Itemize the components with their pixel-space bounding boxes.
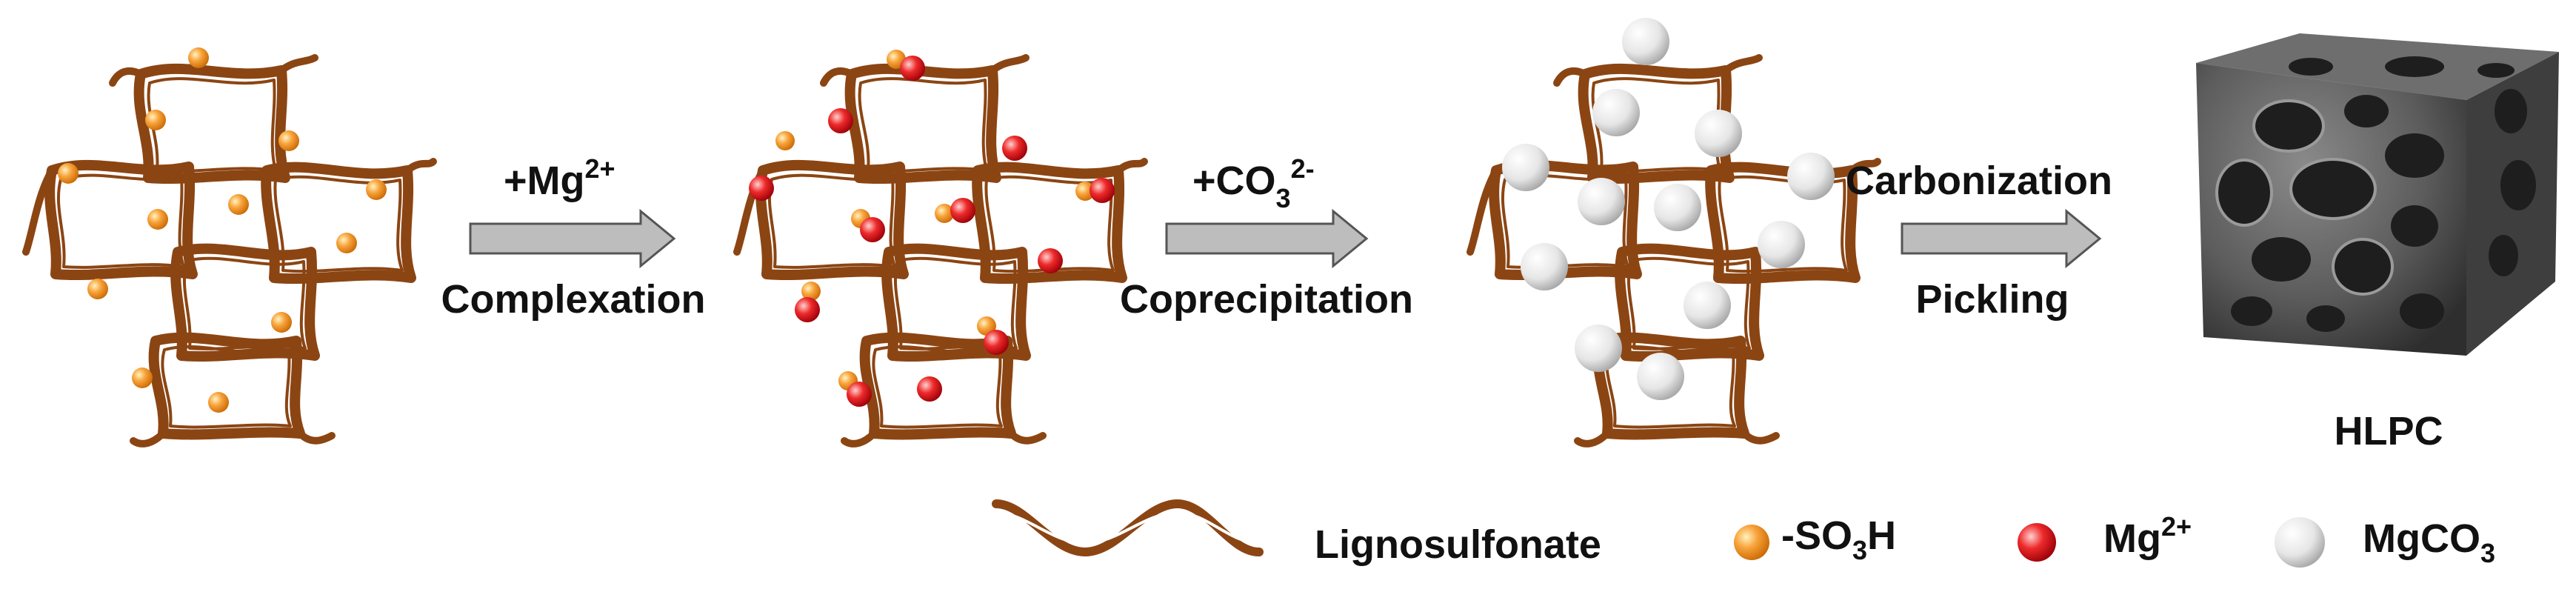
- stage2-mg-complex: [737, 50, 1144, 444]
- so3h-ball: [366, 179, 387, 200]
- mgco3-ball: [1758, 221, 1805, 268]
- stage1-lignosulfonate: [26, 47, 433, 444]
- so3h-ball: [147, 209, 168, 230]
- legend-lignosulfonate: Lignosulfonate: [992, 499, 1601, 567]
- reagent-co3-label: +CO32-: [1192, 153, 1315, 213]
- legend-mg: Mg2+: [2018, 511, 2192, 562]
- step-carbonization-label: Carbonization: [1846, 159, 2112, 203]
- step-complexation-label: Complexation: [441, 277, 705, 322]
- so3h-ball: [87, 279, 108, 299]
- legend-so3h-label: -SO3H: [1781, 513, 1896, 565]
- so3h-ball: [188, 47, 209, 68]
- step-coprecipitation-label: Coprecipitation: [1120, 277, 1413, 322]
- mg-ball: [917, 376, 942, 402]
- mgco3-particles: [1502, 18, 1835, 400]
- mg-ball: [1002, 136, 1027, 161]
- reagent-mg-label: +Mg2+: [504, 153, 615, 203]
- mgco3-ball: [1654, 184, 1701, 231]
- lignosulfonate-network: [26, 58, 433, 444]
- so3h-ball: [1075, 182, 1095, 201]
- mg-ball: [1090, 178, 1115, 203]
- red-ball-icon: [2018, 523, 2056, 562]
- mg-ball: [860, 217, 885, 242]
- mgco3-ball: [1502, 144, 1549, 191]
- legend: Lignosulfonate -SO3H Mg2+ MgCO3: [992, 499, 2495, 568]
- so3h-ball: [336, 233, 357, 253]
- so3h-groups: [775, 50, 1095, 390]
- block-top-face: [2196, 33, 2559, 100]
- arrow-coprecipitation: +CO32- Coprecipitation: [1120, 153, 1413, 322]
- mgco3-ball: [1592, 89, 1640, 136]
- mgco3-ball: [1684, 282, 1731, 329]
- white-ball-icon: [2275, 517, 2325, 568]
- mgco3-ball: [1637, 353, 1684, 400]
- stage3-mgco3: [1470, 18, 1878, 444]
- so3h-ball: [145, 110, 166, 130]
- mgco3-ball: [1695, 110, 1742, 157]
- so3h-groups: [58, 47, 387, 413]
- arrow-complexation: +Mg2+ Complexation: [441, 153, 705, 322]
- legend-lignosulfonate-label: Lignosulfonate: [1315, 522, 1601, 567]
- product-label: HLPC: [2335, 409, 2443, 453]
- mgco3-ball: [1787, 153, 1835, 200]
- so3h-ball: [801, 282, 821, 301]
- so3h-ball: [278, 130, 299, 151]
- so3h-ball: [208, 392, 229, 413]
- mg-ball: [984, 330, 1009, 355]
- so3h-ball: [775, 131, 795, 150]
- mg-ball: [749, 176, 774, 201]
- so3h-ball: [132, 367, 153, 388]
- arrow-carbonization: Carbonization Pickling: [1846, 159, 2112, 322]
- ribbon-icon-inner: [995, 510, 1261, 545]
- legend-mgco3-label: MgCO3: [2363, 516, 2495, 568]
- mg-ball: [828, 108, 853, 133]
- so3h-ball: [58, 163, 79, 184]
- so3h-ball: [271, 312, 292, 333]
- so3h-ball: [228, 194, 249, 215]
- legend-so3h: -SO3H: [1734, 513, 1896, 565]
- mgco3-ball: [1521, 243, 1568, 290]
- step-pickling-label: Pickling: [1915, 277, 2069, 322]
- arrow-shape: [1901, 208, 2102, 269]
- mg-ball: [795, 297, 820, 322]
- so3h-ball: [935, 204, 954, 223]
- mg-ball: [847, 382, 872, 407]
- legend-mgco3: MgCO3: [2275, 516, 2495, 568]
- arrow-shape: [469, 208, 676, 269]
- pores: [2218, 56, 2536, 332]
- mg-ball: [1038, 248, 1063, 273]
- mg-ball: [900, 56, 925, 81]
- arrow-shape: [1165, 208, 1369, 269]
- mgco3-ball: [1622, 18, 1669, 65]
- mgco3-ball: [1578, 178, 1625, 225]
- mg-ions: [749, 56, 1115, 407]
- orange-ball-icon: [1734, 525, 1769, 560]
- hlpc-carbon-block: HLPC: [2196, 33, 2559, 453]
- pore-highlights: [2215, 99, 2394, 296]
- mg-ball: [950, 198, 975, 223]
- legend-mg-label: Mg2+: [2103, 511, 2192, 561]
- mgco3-ball: [1575, 325, 1622, 372]
